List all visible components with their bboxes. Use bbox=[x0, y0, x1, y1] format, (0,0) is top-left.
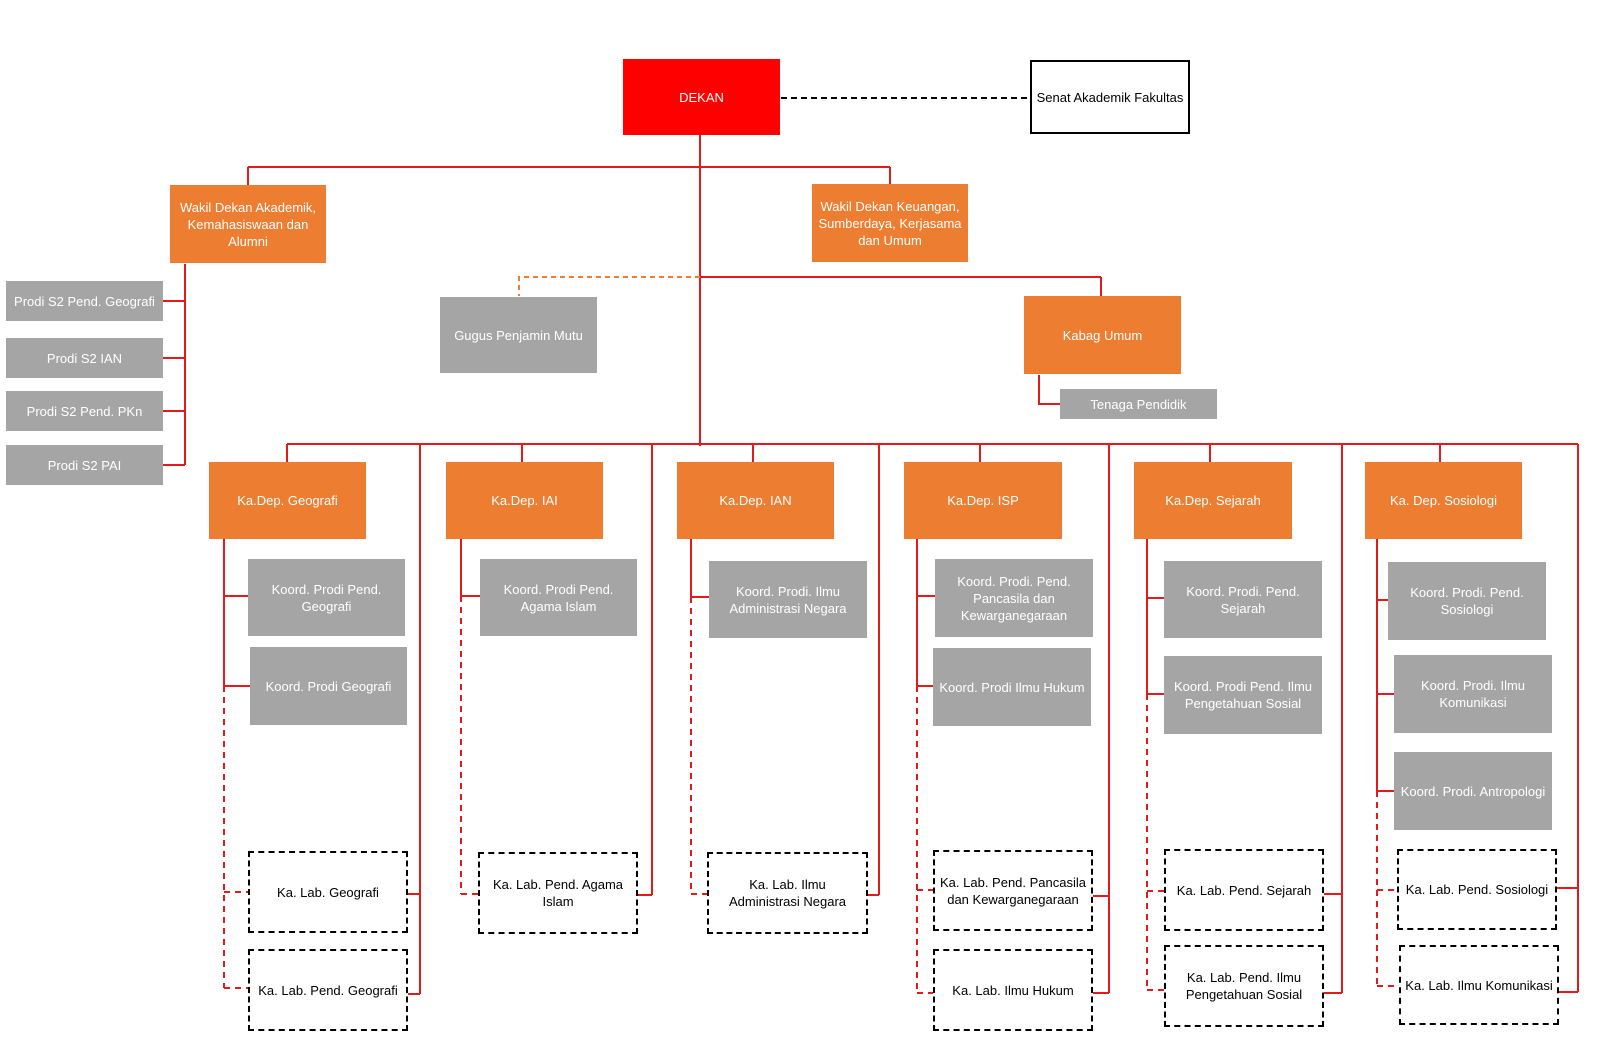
department-head-box: Ka.Dep. Geografi bbox=[209, 462, 366, 539]
ka-lab-box: Ka. Lab. Pend. Pancasila dan Kewarganega… bbox=[933, 850, 1093, 931]
gugus-penjamin-mutu-box: Gugus Penjamin Mutu bbox=[440, 297, 597, 373]
koord-prodi-box: Koord. Prodi. Pend. Sosiologi bbox=[1388, 562, 1546, 640]
prodi-s2-box: Prodi S2 Pend. PKn bbox=[6, 391, 163, 431]
koord-prodi-box: Koord. Prodi. Ilmu Komunikasi bbox=[1394, 655, 1552, 733]
department-head-box: Ka. Dep. Sosiologi bbox=[1365, 462, 1522, 539]
department-head-box: Ka.Dep. Sejarah bbox=[1134, 462, 1292, 539]
ka-lab-box: Ka. Lab. Ilmu Hukum bbox=[933, 949, 1093, 1031]
tenaga-pendidik-box: Tenaga Pendidik bbox=[1060, 389, 1217, 419]
ka-lab-box: Ka. Lab. Pend. Geografi bbox=[248, 949, 408, 1031]
koord-prodi-box: Koord. Prodi Pend. Ilmu Pengetahuan Sosi… bbox=[1164, 656, 1322, 734]
koord-prodi-box: Koord. Prodi. Pend. Pancasila dan Kewarg… bbox=[935, 559, 1093, 637]
koord-prodi-box: Koord. Prodi Pend. Geografi bbox=[248, 559, 405, 636]
ka-lab-box: Ka. Lab. Geografi bbox=[248, 851, 408, 933]
ka-lab-box: Ka. Lab. Pend. Agama Islam bbox=[478, 852, 638, 934]
prodi-s2-box: Prodi S2 PAI bbox=[6, 445, 163, 485]
koord-prodi-box: Koord. Prodi Pend. Agama Islam bbox=[480, 559, 637, 636]
department-head-box: Ka.Dep. IAN bbox=[677, 462, 834, 539]
ka-lab-box: Ka. Lab. Ilmu Komunikasi bbox=[1399, 945, 1559, 1025]
ka-lab-box: Ka. Lab. Pend. Ilmu Pengetahuan Sosial bbox=[1164, 945, 1324, 1027]
koord-prodi-box: Koord. Prodi. Pend. Sejarah bbox=[1164, 561, 1322, 638]
koord-prodi-box: Koord. Prodi. Ilmu Administrasi Negara bbox=[709, 561, 867, 638]
senat-box: Senat Akademik Fakultas bbox=[1030, 60, 1190, 134]
wakil-dekan-keuangan-box: Wakil Dekan Keuangan, Sumberdaya, Kerjas… bbox=[812, 184, 968, 262]
kabag-umum-box: Kabag Umum bbox=[1024, 296, 1181, 374]
wakil-dekan-akademik-box: Wakil Dekan Akademik, Kemahasiswaan dan … bbox=[170, 185, 326, 263]
department-head-box: Ka.Dep. IAI bbox=[446, 462, 603, 539]
prodi-s2-box: Prodi S2 Pend. Geografi bbox=[6, 281, 163, 321]
department-head-box: Ka.Dep. ISP bbox=[904, 462, 1062, 539]
koord-prodi-box: Koord. Prodi Ilmu Hukum bbox=[933, 648, 1091, 726]
ka-lab-box: Ka. Lab. Pend. Sejarah bbox=[1164, 849, 1324, 931]
koord-prodi-box: Koord. Prodi. Antropologi bbox=[1394, 752, 1552, 830]
koord-prodi-box: Koord. Prodi Geografi bbox=[250, 647, 407, 725]
ka-lab-box: Ka. Lab. Pend. Sosiologi bbox=[1397, 849, 1557, 930]
dekan-box: DEKAN bbox=[623, 59, 780, 135]
prodi-s2-box: Prodi S2 IAN bbox=[6, 338, 163, 378]
ka-lab-box: Ka. Lab. Ilmu Administrasi Negara bbox=[707, 852, 868, 934]
